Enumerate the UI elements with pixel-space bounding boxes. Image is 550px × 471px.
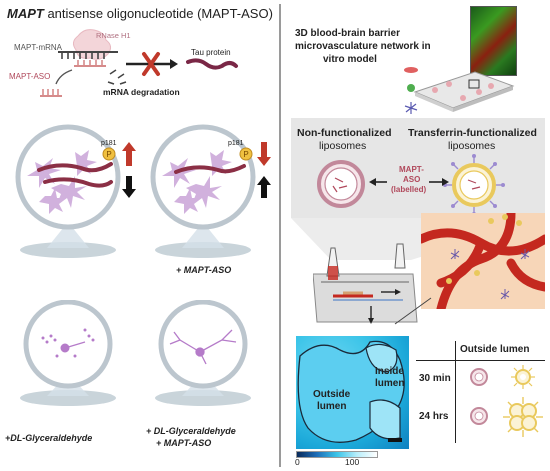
transferrin-markers — [446, 214, 522, 284]
tau-protein-shape — [186, 58, 238, 70]
aso-label: MAPT-ASO — [9, 72, 51, 81]
title-rest: antisense oligonucleotide (MAPT-ASO) — [43, 6, 273, 21]
colorbar — [296, 451, 378, 458]
rnase-label: RNase H1 — [96, 31, 131, 40]
phospho-badge-left: P — [102, 147, 116, 161]
row1-label: 30 min — [419, 373, 451, 384]
mrna-strand-high — [37, 162, 113, 173]
fragmented-neuron — [41, 328, 95, 358]
map-outside-2: lumen — [317, 401, 347, 412]
panel-divider — [279, 4, 281, 467]
zoom-lines — [394, 297, 432, 325]
device-with-pipettes — [313, 243, 418, 324]
colorbar-max: 100 — [345, 457, 360, 467]
liposome-plain — [317, 160, 365, 208]
left-panel: MAPT antisense oligonucleotide (MAPT-ASO… — [0, 0, 273, 471]
plain-liposome-30min — [470, 368, 488, 386]
lumen-outline — [297, 340, 405, 443]
transferrin-bold: Transferrin-functionalized — [408, 127, 537, 139]
transferrin-sub: liposomes — [448, 140, 496, 152]
liposome-transferrin — [443, 154, 505, 216]
p181-label-right: p181 — [228, 140, 244, 147]
plain-liposome-24hrs — [470, 407, 488, 425]
table-vline — [455, 341, 456, 443]
table-hline — [416, 360, 545, 361]
neuron-magnifier-untreated — [15, 124, 121, 258]
aso-center-2: ASO — [403, 175, 421, 184]
fluorescence-image — [470, 6, 517, 76]
map-outside-1: Outside — [313, 389, 351, 400]
table-header: Outside lumen — [460, 344, 530, 355]
vessels — [421, 213, 545, 309]
map-inside-1: Inside — [375, 366, 404, 377]
model-title-3: vitro model — [323, 54, 377, 65]
aso-center-3: (labelled) — [391, 185, 427, 194]
neuron-magnifier-aso — [150, 124, 256, 258]
model-title-1: 3D blood-brain barrier — [295, 28, 401, 39]
p181-label-left: p181 — [101, 140, 117, 147]
aso-title: MAPT antisense oligonucleotide (MAPT-ASO… — [7, 6, 273, 21]
row2-label: 24 hrs — [419, 411, 449, 422]
map-inside-2: lumen — [375, 378, 405, 389]
binding-arrow — [55, 69, 73, 85]
down-arrow-red — [257, 142, 271, 166]
lumen-heatmap — [296, 336, 409, 449]
nonfunc-sub: liposomes — [319, 140, 367, 152]
mrna-bases — [61, 52, 105, 59]
mrna-fragments — [107, 69, 127, 85]
caption-mapt-aso: + MAPT-ASO — [176, 265, 232, 275]
down-arrow-black — [122, 176, 136, 198]
neuron-magnifier-dlg — [20, 300, 116, 406]
badge-text: P — [106, 150, 111, 159]
mrna-label: MAPT-mRNA — [14, 43, 62, 52]
neuron-magnifier-dlg-aso — [155, 300, 251, 406]
model-title-2: microvasculature network in — [295, 41, 431, 52]
loading-arrows — [369, 178, 449, 186]
astrocyte-icons — [450, 249, 530, 300]
microfluidic-chip — [413, 71, 515, 112]
aso-mechanism-diagram — [40, 29, 238, 97]
nonfunc-bold: Non-functionalized — [297, 127, 392, 139]
phospho-badge-right: P — [239, 147, 253, 161]
scale-bar — [388, 438, 402, 442]
mrna-strand-low — [174, 164, 246, 174]
cell-icons — [404, 67, 418, 114]
tf-liposome-24hrs — [503, 397, 543, 437]
tau-label: Tau protein — [191, 48, 231, 57]
vascular-network — [421, 213, 545, 309]
cross-icon — [142, 52, 160, 76]
tf-liposome-30min — [511, 365, 535, 389]
caption-dlg: +DL-Glyceraldehyde — [5, 433, 93, 443]
title-gene-name: MAPT — [7, 6, 44, 21]
up-arrow-red — [122, 142, 136, 166]
degradation-label: mRNA degradation — [103, 87, 180, 97]
intact-neuron — [169, 329, 237, 365]
right-panel: 3D blood-brain barrier microvasculature … — [283, 0, 550, 471]
colorbar-min: 0 — [295, 457, 300, 467]
up-arrow-black — [257, 176, 271, 198]
caption-dlg-aso-1: + DL-Glyceraldehyde — [146, 426, 236, 436]
caption-dlg-aso-2: + MAPT-ASO — [156, 438, 212, 448]
svg-text:P: P — [243, 150, 248, 159]
aso-center-1: MAPT- — [399, 165, 424, 174]
